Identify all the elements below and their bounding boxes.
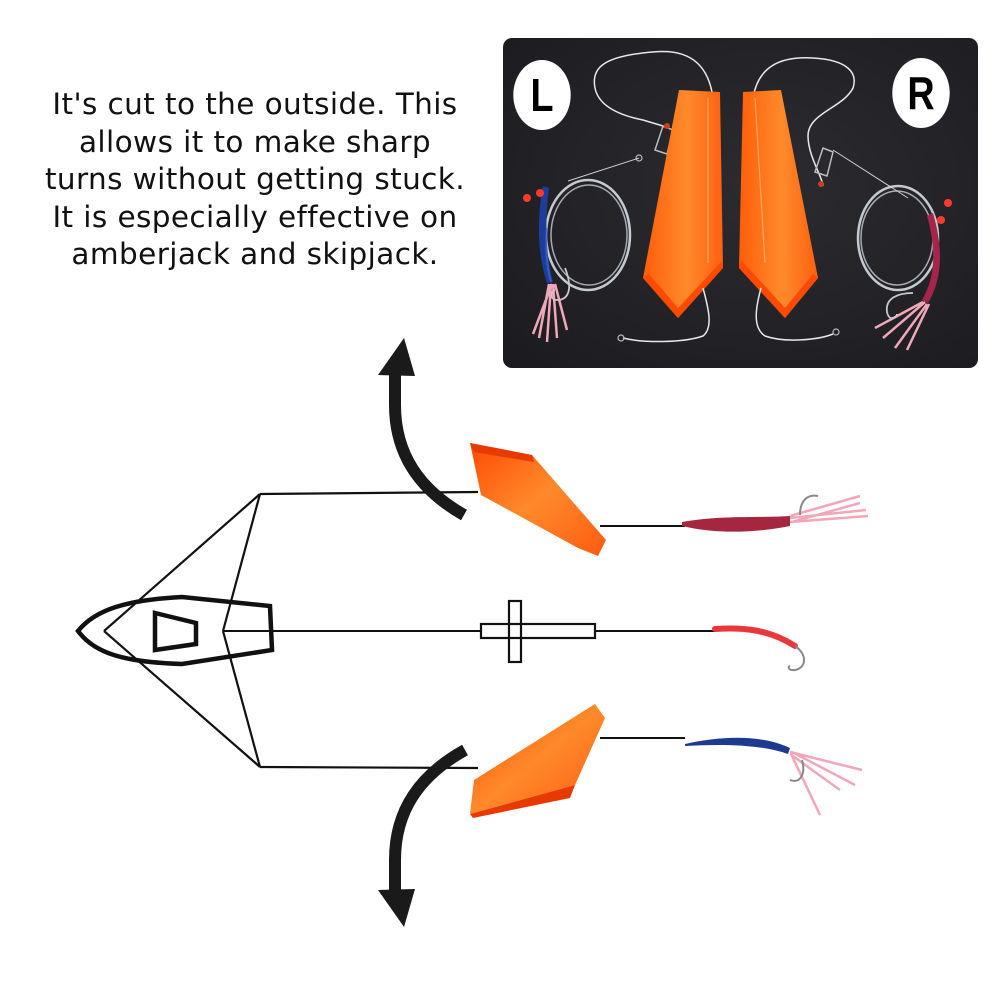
caption-line-4: It is especially effective on [52, 199, 458, 234]
center-hook-icon [787, 645, 805, 672]
planer-left [643, 90, 723, 318]
lower-hook-icon [789, 759, 805, 782]
caption-line-1: It's cut to the outside. This [52, 87, 458, 121]
upper-lure [682, 516, 790, 532]
boat-icon [75, 594, 275, 667]
bridle-lines [103, 490, 479, 770]
caption-line-3: turns without getting stuck. [44, 162, 466, 196]
lower-planer-rig [470, 704, 863, 818]
lower-planer [470, 704, 605, 814]
upper-hook-icon [799, 494, 819, 516]
snap-swivel-right [814, 147, 834, 187]
center-lure [712, 625, 798, 649]
lure-right-red [874, 199, 952, 351]
upper-planer-rig [470, 443, 869, 556]
product-photo-illustration [523, 50, 952, 351]
product-photo: L R [503, 38, 978, 368]
lower-lure [685, 737, 790, 754]
lure-left-blue [523, 186, 571, 343]
description-caption: It's cut to the outside. This allows it … [22, 86, 488, 274]
caption-line-5: amberjack and skipjack. [71, 237, 439, 271]
upper-planer [470, 443, 606, 556]
caption-line-2: allows it to make sharp [78, 124, 432, 159]
arrow-up-left-icon [378, 338, 467, 521]
right-badge: R [892, 58, 950, 128]
left-badge: L [513, 60, 571, 130]
arrow-down-left-icon [378, 744, 468, 927]
planer-right [739, 90, 818, 318]
center-line [223, 599, 805, 672]
